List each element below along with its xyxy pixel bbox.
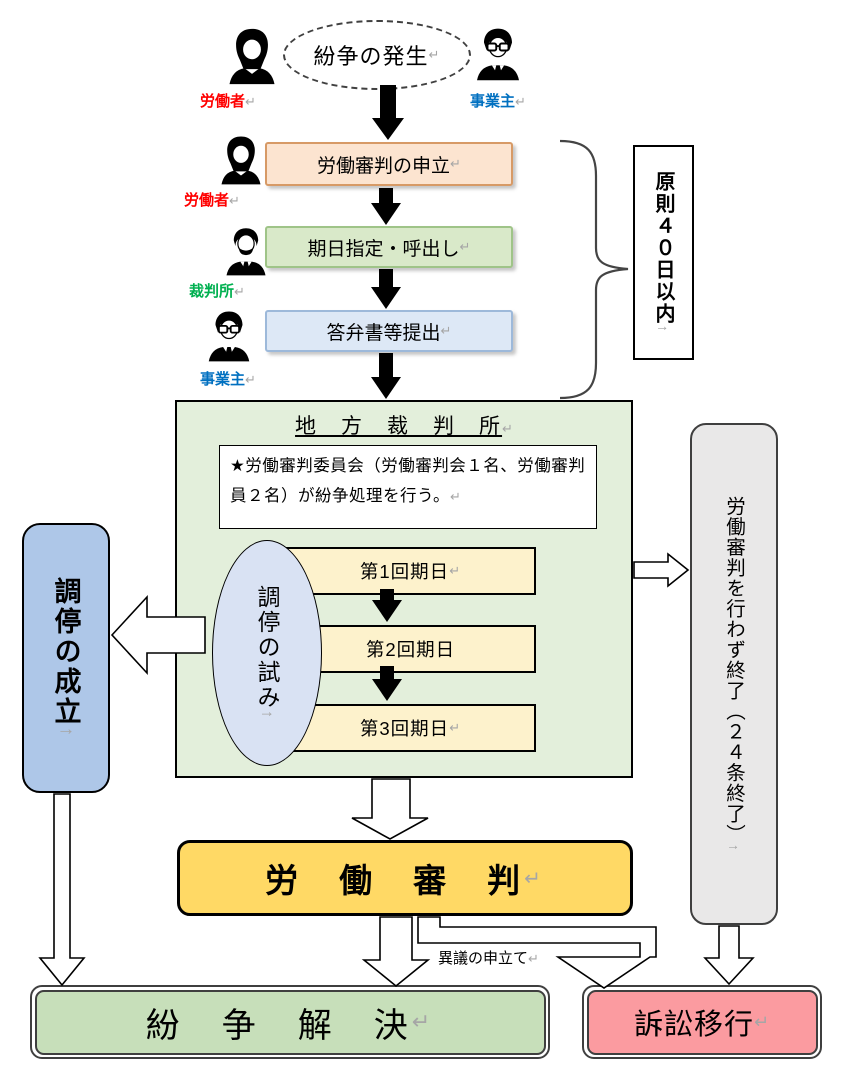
worker-label-petition: 労働者↵ xyxy=(184,192,240,209)
return-mark: ↵ xyxy=(449,720,462,735)
litigation-transfer-box: 訴訟移行↵ xyxy=(582,985,822,1059)
arrow-answer-to-court xyxy=(371,353,401,399)
return-mark: ↑ xyxy=(258,710,277,721)
return-mark: ↵ xyxy=(449,563,462,578)
return-mark: ↵ xyxy=(411,1009,435,1034)
district-court-box: 地 方 裁 判 所↵ ★労働審判委員会（労働審判会１名、労働審判員２名）が紛争処… xyxy=(175,400,633,778)
employer-label-answer: 事業主↵ xyxy=(200,371,256,388)
return-mark: ↵ xyxy=(450,488,462,504)
employer-icon xyxy=(202,304,256,368)
return-mark: ↵ xyxy=(459,239,471,254)
return-mark: ↵ xyxy=(528,951,539,966)
return-mark: ↵ xyxy=(234,284,245,299)
return-mark: ↵ xyxy=(245,372,256,387)
arrow-tribunal-to-resolution xyxy=(361,916,431,988)
return-mark: ↑ xyxy=(655,325,672,334)
return-mark: ↵ xyxy=(515,94,526,109)
schedule-box: 期日指定・呼出し↵ xyxy=(265,226,513,268)
session-2-box: 第2回期日 xyxy=(285,625,536,673)
ended-without-shinpan-box: 労働審判を行わず終了（２４条終了）↑ xyxy=(690,423,778,925)
return-mark: ↵ xyxy=(245,94,256,109)
return-mark: ↵ xyxy=(229,193,240,208)
court-icon xyxy=(220,222,272,280)
return-mark: ↵ xyxy=(440,323,452,338)
return-mark: ↵ xyxy=(524,867,545,890)
return-mark: ↵ xyxy=(428,47,441,62)
employer-label-top: 事業主↵ xyxy=(470,93,526,110)
district-court-title: 地 方 裁 判 所↵ xyxy=(295,415,513,438)
return-mark: ↵ xyxy=(450,156,461,171)
arrow-start-to-petition xyxy=(372,85,404,140)
return-mark: ↑ xyxy=(726,844,742,853)
labor-tribunal-box: 労 働 審 判↵ xyxy=(177,840,633,916)
worker-icon xyxy=(222,25,282,87)
arrow-court-to-ended-without xyxy=(633,552,690,588)
arrow-ended-to-litigation xyxy=(703,925,755,986)
return-mark: ↑ xyxy=(56,726,77,740)
deadline-note: 原則４０日以内↑ xyxy=(633,145,694,360)
session-1-box: 第1回期日↵ xyxy=(285,547,536,595)
petition-box: 労働審判の申立↵ xyxy=(265,142,513,186)
worker-icon xyxy=(215,132,267,188)
mediation-attempt-node: 調停の試み↑ xyxy=(212,540,322,766)
arrow-success-to-resolution xyxy=(38,793,86,987)
committee-note: ★労働審判委員会（労働審判会１名、労働審判員２名）が紛争処理を行う。↵ xyxy=(219,445,597,529)
dispute-start-node: 紛争の発生↵ xyxy=(283,20,471,90)
arrow-petition-to-schedule xyxy=(371,188,401,225)
worker-label-top: 労働者↵ xyxy=(200,93,256,110)
session-3-box: 第3回期日↵ xyxy=(285,704,536,752)
dispute-start-label: 紛争の発生 xyxy=(313,44,429,69)
court-label: 裁判所↵ xyxy=(189,283,245,300)
deadline-brace xyxy=(559,139,629,400)
answer-box: 答弁書等提出↵ xyxy=(265,310,513,352)
dispute-resolution-box: 紛 争 解 決↵ xyxy=(30,985,550,1059)
return-mark: ↵ xyxy=(502,421,513,436)
objection-label: 異議の申立て↵ xyxy=(436,947,541,968)
employer-icon xyxy=(470,24,526,84)
return-mark: ↵ xyxy=(753,1011,771,1032)
arrow-schedule-to-answer xyxy=(371,269,401,309)
mediation-success-box: 調停の成立↑ xyxy=(22,523,110,793)
arrow-court-to-tribunal xyxy=(351,778,429,840)
